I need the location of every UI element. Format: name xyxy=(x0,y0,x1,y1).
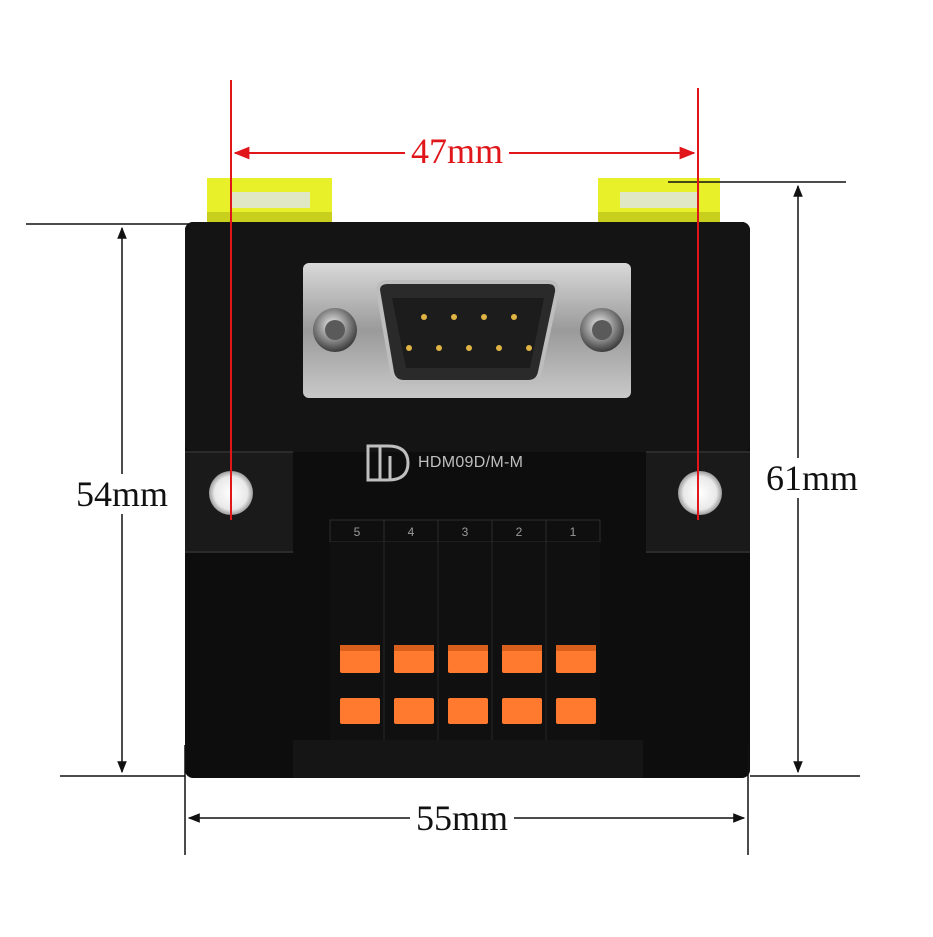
db9-connector xyxy=(303,263,631,398)
spring-levers xyxy=(340,645,596,724)
terminal-number: 5 xyxy=(353,525,361,539)
right-mounting-hole xyxy=(678,471,722,515)
bottom-width-dimension: 55mm xyxy=(410,798,515,838)
terminal-number: 1 xyxy=(569,525,577,539)
terminal-number: 2 xyxy=(515,525,523,539)
terminal-number: 4 xyxy=(407,525,415,539)
terminal-number: 3 xyxy=(461,525,469,539)
left-din-clip xyxy=(207,178,332,226)
model-label: HDM09D/M-M xyxy=(418,454,524,471)
right-din-clip xyxy=(598,178,720,226)
left-height-dimension: 54mm xyxy=(70,474,175,514)
brand-logo-icon xyxy=(366,444,410,482)
db9-pins xyxy=(406,314,532,351)
top-width-dimension: 47mm xyxy=(405,131,510,171)
right-height-dimension: 61mm xyxy=(760,458,865,498)
